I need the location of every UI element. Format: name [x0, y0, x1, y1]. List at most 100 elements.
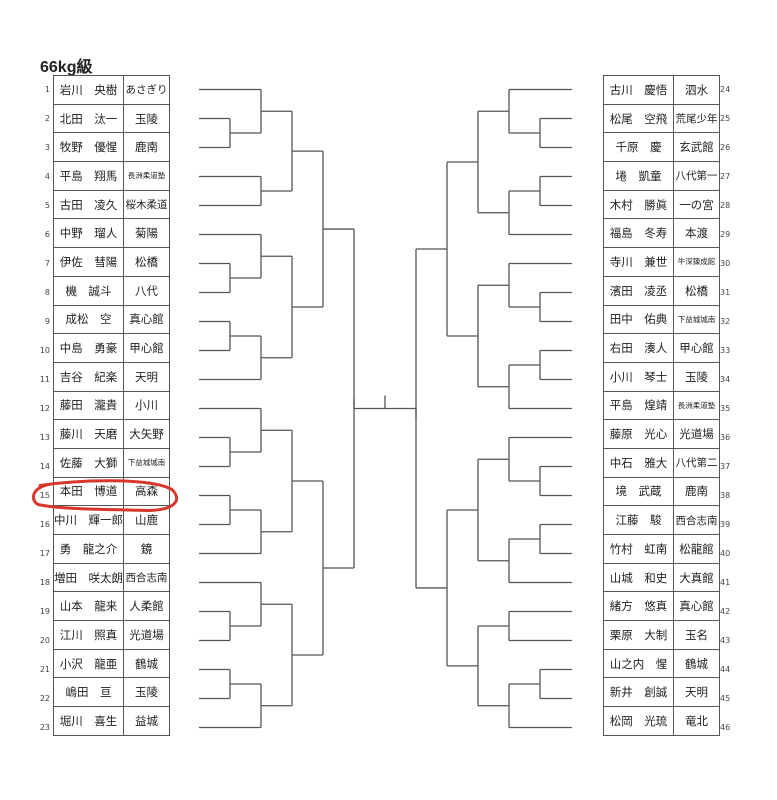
- entry-number: 2: [44, 113, 50, 123]
- entry-number: 41: [720, 577, 731, 587]
- entry-name: 中島 勇豪: [53, 333, 124, 363]
- entry-number: 31: [720, 287, 731, 297]
- entry-club: 松橋: [673, 275, 720, 306]
- highlight-circle-annotation: [31, 479, 178, 513]
- entry-number: 46: [720, 722, 731, 732]
- entry-number: 29: [720, 229, 731, 239]
- entry-number: 36: [720, 432, 731, 442]
- entry-name: 伊佐 彗陽: [53, 247, 124, 277]
- entry-club: 玉陵: [123, 103, 170, 134]
- entry-name: 佐藤 大獅: [53, 447, 124, 478]
- entry-number: 30: [720, 258, 731, 268]
- entry-row: 緒方 悠真真心館: [603, 591, 720, 622]
- entry-row: 江藤 駿西合志南: [603, 505, 720, 535]
- entry-number: 8: [44, 287, 50, 297]
- entry-club: 玉陵: [123, 677, 170, 708]
- entry-row: 山城 和史大真館: [603, 562, 720, 593]
- entry-club: 松龍館: [673, 534, 720, 564]
- entry-name: 千原 慶: [603, 132, 674, 163]
- entry-number: 28: [720, 200, 731, 210]
- entry-number: 45: [720, 693, 731, 703]
- entry-number: 40: [720, 548, 731, 558]
- entry-number: 26: [720, 142, 731, 152]
- entry-row: 藤原 光心光道場: [603, 419, 720, 449]
- entry-club: あさぎり: [123, 75, 170, 105]
- entry-name: 江藤 駿: [603, 505, 674, 535]
- entry-row: 古田 凌久桜木柔道: [53, 189, 170, 220]
- entry-club: 大矢野: [123, 419, 170, 449]
- entry-name: 平島 翔馬: [53, 161, 124, 191]
- entry-number: 3: [44, 142, 50, 152]
- entry-club: 長洲柔道塾: [673, 390, 720, 421]
- entry-name: 山本 龍来: [53, 591, 124, 622]
- entry-number: 5: [44, 200, 50, 210]
- entry-row: 山之内 惺鶴城: [603, 648, 720, 679]
- entry-name: 寺川 兼世: [603, 247, 674, 277]
- entry-row: 岩川 央樹あさぎり: [53, 75, 170, 105]
- entry-name: 江川 照真: [53, 620, 124, 650]
- entry-number: 35: [720, 403, 731, 413]
- right-roster-table: 古川 慶悟泗水松尾 空飛荒尾少年千原 慶玄武館埢 凱童八代第一木村 勝眞一の宮福…: [603, 75, 720, 736]
- entry-number: 16: [39, 519, 50, 529]
- entry-number: 17: [39, 548, 50, 558]
- entry-row: 濱田 凌丞松橋: [603, 275, 720, 306]
- entry-club: 大真館: [673, 562, 720, 593]
- entry-row: 福島 冬寿本渡: [603, 218, 720, 249]
- entry-club: 竜北: [673, 706, 720, 736]
- entry-name: 岩川 央樹: [53, 75, 124, 105]
- entry-row: 平島 翔馬長洲柔道塾: [53, 161, 170, 191]
- entry-number: 12: [39, 403, 50, 413]
- entry-club: 小川: [123, 390, 170, 421]
- entry-number: 32: [720, 316, 731, 326]
- entry-row: 山本 龍来人柔館: [53, 591, 170, 622]
- entry-number: 34: [720, 374, 731, 384]
- entry-name: 濱田 凌丞: [603, 275, 674, 306]
- entry-club: 甲心館: [673, 333, 720, 363]
- entry-club: 長洲柔道塾: [123, 161, 170, 191]
- entry-name: 新井 創誠: [603, 677, 674, 708]
- entry-number: 4: [44, 171, 50, 181]
- entry-row: 吉谷 紀楽天明: [53, 361, 170, 392]
- entry-name: 機 誠斗: [53, 275, 124, 306]
- entry-number: 20: [39, 635, 50, 645]
- entry-row: 江川 照真光道場: [53, 620, 170, 650]
- entry-club: 甲心館: [123, 333, 170, 363]
- entry-number: 7: [44, 258, 50, 268]
- entry-club: 鏡: [123, 534, 170, 564]
- entry-row: 右田 湊人甲心館: [603, 333, 720, 363]
- entry-name: 右田 湊人: [603, 333, 674, 363]
- entry-name: 嶋田 亘: [53, 677, 124, 708]
- entry-row: 小沢 龍亜鶴城: [53, 648, 170, 679]
- entry-club: 八代: [123, 275, 170, 306]
- entry-club: 鶴城: [123, 648, 170, 679]
- entry-name: 藤田 瀧貴: [53, 390, 124, 421]
- entry-name: 松尾 空飛: [603, 103, 674, 134]
- entry-row: 勇 龍之介鏡: [53, 534, 170, 564]
- entry-name: 栗原 大制: [603, 620, 674, 650]
- entry-number: 1: [44, 84, 50, 94]
- entry-club: 天明: [123, 361, 170, 392]
- entry-name: 増田 咲太朗: [53, 562, 124, 593]
- entry-club: 光道場: [673, 419, 720, 449]
- entry-row: 松尾 空飛荒尾少年: [603, 103, 720, 134]
- entry-name: 古川 慶悟: [603, 75, 674, 105]
- entry-club: 松橋: [123, 247, 170, 277]
- entry-club: 本渡: [673, 218, 720, 249]
- entry-number: 44: [720, 664, 731, 674]
- entry-club: 真心館: [673, 591, 720, 622]
- entry-number: 37: [720, 461, 731, 471]
- entry-number: 42: [720, 606, 731, 616]
- entry-club: 光道場: [123, 620, 170, 650]
- entry-row: 古川 慶悟泗水: [603, 75, 720, 105]
- entry-row: 栗原 大制玉名: [603, 620, 720, 650]
- entry-name: 山城 和史: [603, 562, 674, 593]
- entry-row: 田中 佑典下益城城南: [603, 304, 720, 335]
- entry-row: 境 武蔵鹿南: [603, 476, 720, 507]
- entry-number: 14: [39, 461, 50, 471]
- entry-number: 11: [39, 374, 50, 384]
- entry-number: 22: [39, 693, 50, 703]
- entry-club: 菊陽: [123, 218, 170, 249]
- entry-name: 北田 汰一: [53, 103, 124, 134]
- entry-number: 21: [39, 664, 50, 674]
